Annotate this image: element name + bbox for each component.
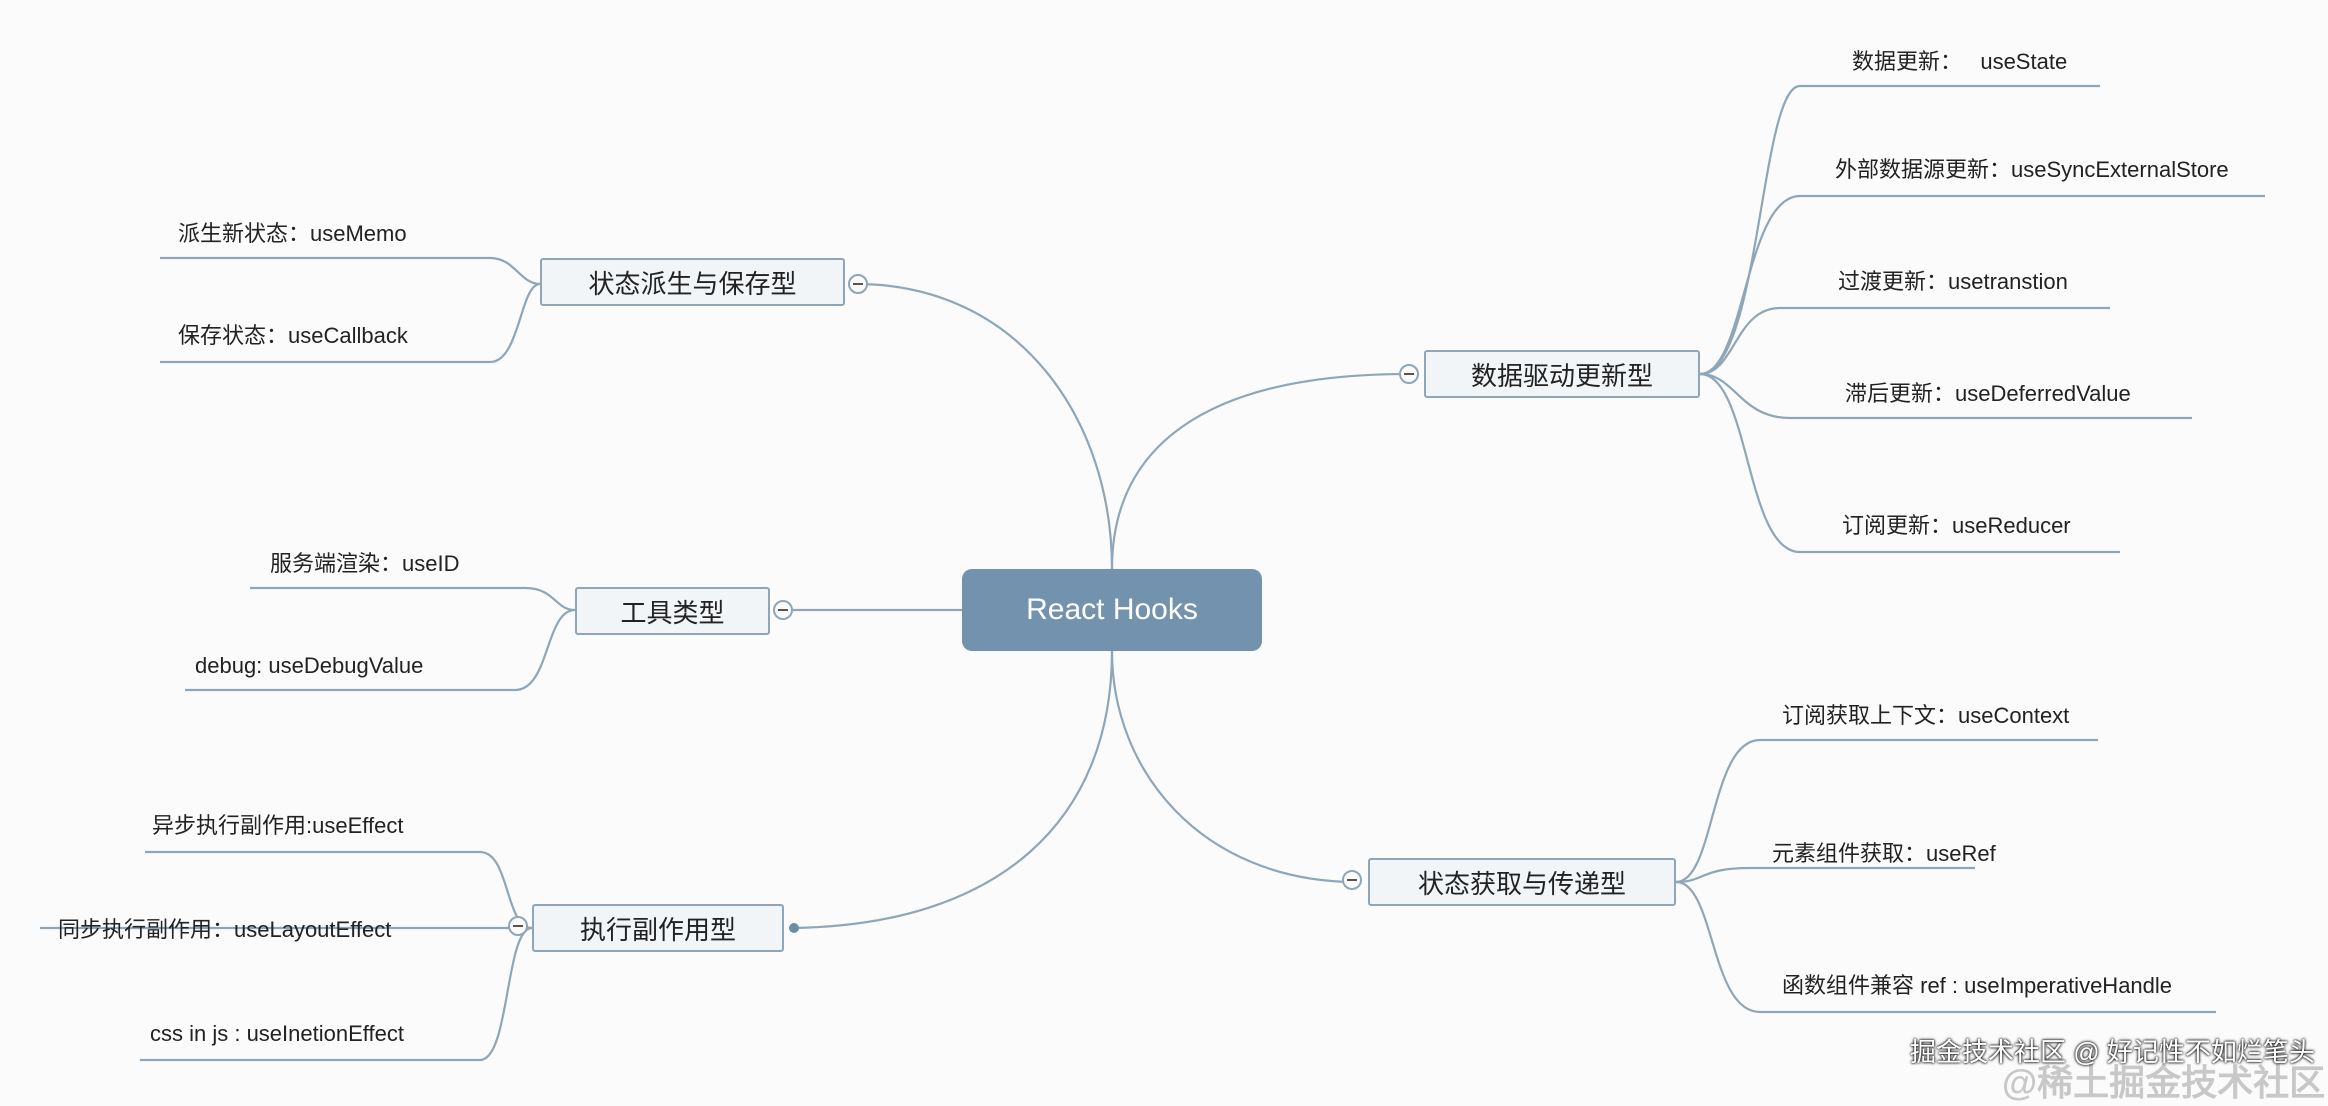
branch-side-effect[interactable]: 执行副作用型 [532,904,784,952]
branch-label: 执行副作用型 [579,914,736,945]
wire-root-side-effect [789,650,1114,930]
root-node[interactable]: React Hooks [962,569,1262,651]
leaf-usestate[interactable]: 数据更新： useState [1852,49,2068,74]
collapse-get-pass-icon[interactable] [1342,870,1362,890]
wire-root-get-pass [1110,650,1354,884]
leaf-usesyncexternalstore[interactable]: 外部数据源更新：useSyncExternalStore [1835,157,2229,182]
branch-derive-save[interactable]: 状态派生与保存型 [540,258,845,306]
leaf-useinetioneffect[interactable]: css in js : useInetionEffect [150,1021,404,1046]
wire-leaf-usestate [1699,84,2100,376]
leaf-useimperativehandle[interactable]: 函数组件兼容 ref : useImperativeHandle [1782,973,2173,998]
collapse-derive-save-icon[interactable] [848,274,868,294]
branch-label: 工具类型 [620,597,725,628]
leaf-usememo[interactable]: 派生新状态：useMemo [178,221,407,246]
branch-get-pass[interactable]: 状态获取与传递型 [1368,858,1676,906]
leaf-usedeferredvalue[interactable]: 滞后更新：useDeferredValue [1845,381,2131,406]
wire-leaf-useid [250,586,576,612]
leaf-usecontext[interactable]: 订阅获取上下文：useContext [1782,703,2070,728]
branch-label: 状态获取与传递型 [1417,868,1626,899]
wire-leaf-usedeferredvalue [1699,372,2192,420]
branch-data-driven[interactable]: 数据驱动更新型 [1424,350,1700,398]
collapse-tools-icon[interactable] [773,600,793,620]
expand-dot-icon[interactable] [789,923,799,933]
wire-root-data-driven [1110,372,1409,570]
watermark-author: 掘金技术社区 @ 好记性不如烂笔头 [1910,1037,2315,1067]
wire-leaf-useimperativehandle [1675,880,2216,1014]
leaf-useid[interactable]: 服务端渲染：useID [270,551,460,576]
wire-leaf-usememo [160,256,541,286]
wire-leaf-usedebugvalue [185,608,576,692]
leaf-useeffect[interactable]: 异步执行副作用:useEffect [152,813,404,838]
leaf-usetranstion[interactable]: 过渡更新：usetranstion [1838,269,2068,294]
wire-leaf-usetranstion [1699,306,2110,376]
branch-tools[interactable]: 工具类型 [575,587,770,635]
branch-label: 状态派生与保存型 [588,268,797,299]
wire-leaf-usecallback [160,282,541,364]
wire-root-derive [859,282,1114,570]
collapse-data-driven-icon[interactable] [1399,364,1419,384]
leaf-usereducer[interactable]: 订阅更新：useReducer [1842,513,2071,538]
wire-leaf-useref [1675,866,1975,884]
branch-label: 数据驱动更新型 [1470,360,1653,391]
leaf-useref[interactable]: 元素组件获取：useRef [1772,841,1996,866]
collapse-side-effect-icon[interactable] [508,916,528,936]
root-label: React Hooks [1026,593,1198,626]
leaf-usecallback[interactable]: 保存状态：useCallback [178,323,408,348]
wire-leaf-usereducer [1699,372,2120,554]
leaf-usedebugvalue[interactable]: debug: useDebugValue [195,653,424,678]
wire-leaf-usecontext [1675,738,2098,884]
leaf-uselayouteffect[interactable]: 同步执行副作用：useLayoutEffect [58,917,392,942]
wire-leaf-usesyncexternalstore [1699,194,2265,376]
